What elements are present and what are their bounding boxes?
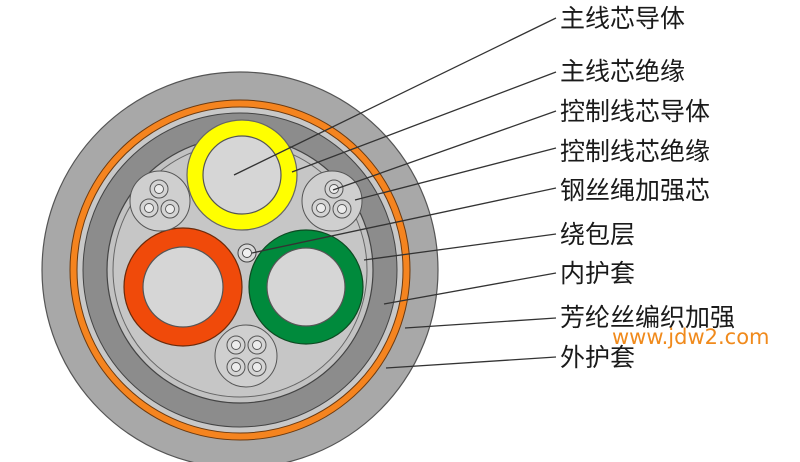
label-aramid-braid: 芳纶丝编织加强 bbox=[560, 303, 735, 332]
label-outer-sheath: 外护套 bbox=[560, 343, 635, 372]
control-core-group-right bbox=[301, 170, 363, 232]
steel-rope-core bbox=[237, 243, 257, 263]
label-main-insulation: 主线芯绝缘 bbox=[560, 57, 685, 86]
label-steel-rope-core: 钢丝绳加强芯 bbox=[560, 176, 710, 205]
leader-control-insulation bbox=[354, 147, 557, 201]
leader-lines bbox=[233, 17, 557, 369]
leader-main-insulation bbox=[291, 71, 557, 173]
main-core-green bbox=[248, 229, 364, 345]
watermark-text: www.jdw2.com bbox=[612, 325, 770, 349]
label-control-conductor: 控制线芯导体 bbox=[560, 97, 710, 126]
label-inner-sheath: 内护套 bbox=[560, 259, 635, 288]
label-wrapping-layer: 绕包层 bbox=[560, 220, 635, 249]
leader-wrapping-layer bbox=[363, 233, 557, 261]
main-core-red bbox=[123, 227, 243, 347]
main-core-yellow bbox=[186, 119, 298, 231]
control-core-group-bottom bbox=[214, 324, 278, 388]
label-control-insulation: 控制线芯绝缘 bbox=[560, 137, 710, 166]
leader-control-conductor bbox=[332, 110, 557, 191]
labels: 主线芯导体 主线芯绝缘 控制线芯导体 控制线芯绝缘 钢丝绳加强芯 绕包层 内护套… bbox=[560, 4, 735, 372]
leader-aramid-braid bbox=[404, 317, 557, 329]
label-main-conductor: 主线芯导体 bbox=[560, 4, 685, 33]
leader-steel-rope-core bbox=[251, 187, 557, 254]
leader-inner-sheath bbox=[383, 272, 557, 305]
leader-outer-sheath bbox=[385, 356, 557, 369]
control-core-group-left bbox=[129, 170, 191, 232]
leader-main-conductor bbox=[233, 17, 557, 176]
